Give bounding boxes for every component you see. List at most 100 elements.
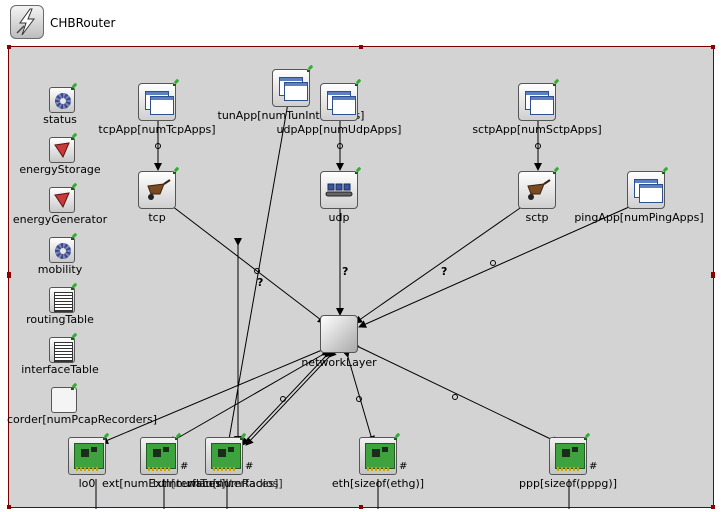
module-pcap-recorder[interactable]: corder[numPcapRecorders]	[7, 387, 157, 431]
compound-module-canvas[interactable]: ? ? ? status energyStorage energyGenerat…	[7, 45, 715, 509]
module-tcp-app[interactable]: tcpApp[numTcpApps]	[98, 83, 216, 139]
application-window-icon	[518, 83, 556, 121]
module-label: sctpApp[numSctpApps]	[472, 123, 602, 136]
module-lo0[interactable]: lo0	[68, 437, 110, 493]
unknown-gate-label: ?	[342, 265, 348, 278]
resize-handle-bottom-right[interactable]	[711, 505, 715, 509]
module-tcp[interactable]: tcp	[138, 171, 178, 227]
generator-icon	[49, 187, 75, 213]
resize-handle-top-left[interactable]	[7, 45, 11, 49]
gear-icon	[49, 237, 75, 263]
module-routing-table[interactable]: routingTable	[26, 287, 109, 331]
resize-handle-top-right[interactable]	[711, 45, 715, 49]
module-ppp[interactable]: # ppp[sizeof(pppg)]	[519, 437, 617, 493]
application-window-icon	[627, 171, 665, 209]
module-label: energyGenerator	[12, 213, 108, 226]
resize-handle-bottom-left[interactable]	[7, 505, 11, 509]
module-label: tun[numTunInterfaces]	[153, 477, 279, 490]
module-ext[interactable]: # ext[numExtInterfaces]	[102, 437, 225, 493]
network-layer-icon	[320, 315, 358, 353]
module-label: wlan[numRadios]	[187, 477, 283, 490]
link-ping-network[interactable]	[358, 200, 638, 328]
link-marker	[452, 394, 458, 400]
module-label: tcpApp[numTcpApps]	[98, 123, 216, 136]
module-ping-app[interactable]: pingApp[numPingApps]	[574, 171, 704, 227]
module-label: interfaceTable	[21, 363, 99, 376]
module-status[interactable]: status	[43, 87, 109, 131]
link-tcp-network[interactable]	[164, 198, 326, 324]
status-pin-icon	[173, 79, 180, 86]
status-pin-icon	[71, 333, 78, 340]
module-tun[interactable]: # tun[numTunInterfaces] wlan[numRadios]	[153, 437, 283, 493]
unknown-gate-label: ?	[441, 265, 447, 278]
link-network-tun[interactable]	[245, 349, 337, 446]
link-network-ext[interactable]	[168, 348, 331, 444]
module-label: corder[numPcapRecorders]	[7, 413, 158, 426]
vector-marker: #	[399, 461, 408, 472]
resize-handle-right[interactable]	[711, 272, 715, 278]
wheelbarrow-icon	[518, 171, 556, 209]
module-interface-table[interactable]: interfaceTable	[21, 337, 109, 381]
module-udp[interactable]: udp	[320, 171, 360, 227]
module-label: pingApp[numPingApps]	[574, 211, 704, 224]
table-icon	[49, 287, 75, 313]
status-pin-icon	[103, 433, 110, 440]
module-sctp-app[interactable]: sctpApp[numSctpApps]	[472, 83, 602, 139]
status-pin-icon	[240, 433, 247, 440]
title-bar: CHBRouter	[0, 0, 721, 44]
status-pin-icon	[173, 167, 180, 174]
module-mobility[interactable]: mobility	[38, 237, 109, 281]
link-network-ppp[interactable]	[350, 340, 560, 444]
link-network-lo0[interactable]	[100, 343, 331, 444]
link-sctp-network[interactable]	[354, 198, 532, 324]
module-label: lo0	[78, 477, 96, 490]
network-card-icon	[68, 437, 106, 475]
module-energy-generator[interactable]: energyGenerator	[13, 187, 109, 231]
module-energy-storage[interactable]: energyStorage	[19, 137, 109, 181]
network-card-icon	[205, 437, 243, 475]
connection-layer: ? ? ?	[95, 95, 638, 509]
status-pin-icon	[175, 433, 182, 440]
module-label: tcp	[148, 211, 166, 224]
application-window-icon	[320, 83, 358, 121]
vector-marker: #	[245, 461, 254, 472]
status-pin-icon	[355, 167, 362, 174]
wheelbarrow-icon	[138, 171, 176, 209]
module-label: status	[43, 113, 77, 126]
link-marker	[356, 396, 362, 402]
module-label: energyStorage	[19, 163, 101, 176]
module-title: CHBRouter	[50, 16, 116, 30]
application-window-icon	[272, 69, 310, 107]
status-pin-icon	[71, 183, 78, 190]
module-label: udp	[328, 211, 350, 224]
conveyor-icon	[320, 171, 358, 209]
link-tunapp-tun[interactable]	[225, 95, 294, 446]
status-pin-icon	[553, 167, 560, 174]
status-pin-icon	[71, 383, 78, 390]
module-tun-app[interactable]: tunApp[numTunInterfaces]	[218, 69, 364, 125]
resize-handle-top[interactable]	[359, 45, 363, 49]
module-network-layer[interactable]: networkLayer	[301, 315, 377, 371]
module-eth[interactable]: # eth[sizeof(ethg)]	[332, 437, 424, 493]
module-label: eth[sizeof(ethg)]	[331, 477, 425, 490]
module-label: udpApp[numUdpApps]	[276, 123, 402, 136]
network-card-icon	[359, 437, 397, 475]
link-marker	[155, 143, 161, 149]
resize-handle-left[interactable]	[7, 272, 11, 278]
module-sctp[interactable]: sctp	[518, 171, 558, 227]
link-marker	[337, 143, 343, 149]
module-label: routingTable	[26, 313, 94, 326]
network-card-icon	[549, 437, 587, 475]
vector-marker: #	[180, 461, 189, 472]
status-pin-icon	[307, 65, 314, 72]
link-marker	[490, 260, 496, 266]
battery-icon	[49, 137, 75, 163]
unknown-gate-label: ?	[257, 276, 263, 289]
module-label: mobility	[37, 263, 83, 276]
application-window-icon	[138, 83, 176, 121]
status-pin-icon	[71, 233, 78, 240]
module-label: networkLayer	[301, 356, 377, 369]
module-label: ext[numExtInterfaces]	[102, 477, 226, 490]
module-udp-app[interactable]: udpApp[numUdpApps]	[277, 83, 401, 139]
resize-handle-bottom[interactable]	[359, 505, 363, 509]
